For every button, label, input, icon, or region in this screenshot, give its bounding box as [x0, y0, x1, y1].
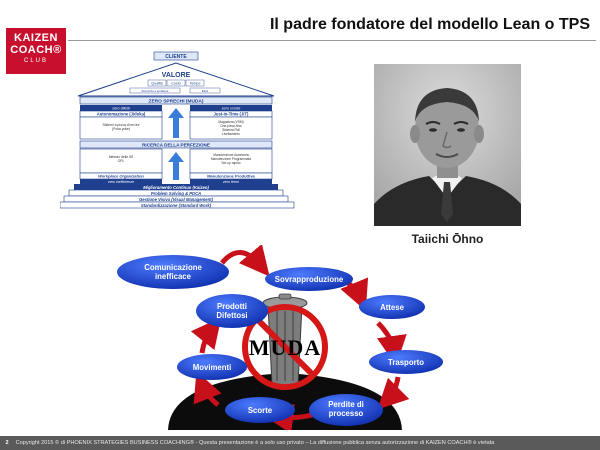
- svg-text:One-piece-flow: One-piece-flow: [220, 124, 242, 128]
- svg-text:Sovrapproduzione: Sovrapproduzione: [275, 275, 344, 284]
- svg-text:Problem Solving & PDCA: Problem Solving & PDCA: [151, 191, 201, 196]
- svg-text:Sistema Pull: Sistema Pull: [222, 128, 240, 132]
- svg-text:OPL: OPL: [118, 159, 125, 163]
- muda-label-perdite-di-processo: Perdite di processo: [309, 394, 383, 426]
- photo-caption: Taiichi Ōhno: [411, 232, 484, 246]
- valore-item-tempo: Tempo: [190, 82, 201, 86]
- svg-text:Livellamento: Livellamento: [222, 132, 240, 136]
- page-number: 2: [5, 440, 9, 446]
- muda-cycle-diagram: MUDA Comunicazione inefficace Sovrapprod…: [117, 245, 443, 430]
- muda-label-attese: Attese: [359, 295, 425, 319]
- svg-text:Sistemi a prova di errore: Sistemi a prova di errore: [103, 123, 140, 127]
- svg-text:Trasporto: Trasporto: [388, 358, 424, 367]
- valore-sub-sicurezza: Sicurezza e ambiente: [142, 89, 169, 93]
- svg-text:Standardizzazione (Standard Wo: Standardizzazione (Standard Work): [141, 203, 212, 208]
- zero-sprechi-band: [79, 96, 273, 105]
- cliente-box: [153, 51, 199, 61]
- svg-text:zero inefficienze: zero inefficienze: [107, 180, 134, 184]
- muda-label-sovrapproduzione: Sovrapproduzione: [265, 267, 353, 291]
- ricerca-band: [79, 140, 273, 149]
- lean-temple-diagram: CLIENTE VALORE Qualità Costo Tempo Sicur…: [60, 51, 295, 209]
- valore-label: VALORE: [162, 72, 191, 79]
- valore-sub-etica: Etica: [202, 89, 209, 93]
- valore-item-qualita: Qualità: [151, 82, 162, 86]
- muda-label-prodotti-difettosi: Prodotti Difettosi: [196, 294, 268, 328]
- svg-text:zero scorte: zero scorte: [221, 107, 241, 111]
- prohibition-sign-icon: [242, 304, 328, 390]
- svg-text:Mappatura (VSM): Mappatura (VSM): [218, 120, 243, 124]
- copyright-text: Copyright 2015 © di PHOENIX STRATEGIES B…: [15, 440, 495, 446]
- svg-text:Prodotti: Prodotti: [217, 302, 247, 311]
- temple-roof: [77, 62, 275, 97]
- svg-text:Manutenzione Autonoma: Manutenzione Autonoma: [213, 153, 248, 157]
- svg-text:Gestione Visiva (Visual Manage: Gestione Visiva (Visual Management): [139, 197, 214, 202]
- logo-line-2: COACH®: [10, 44, 62, 56]
- svg-text:inefficace: inefficace: [155, 272, 192, 281]
- svg-text:Difettosi: Difettosi: [216, 311, 247, 320]
- logo-line-3: CLUB: [23, 58, 48, 64]
- svg-text:Manutenzione Programmata: Manutenzione Programmata: [211, 157, 251, 161]
- svg-text:Comunicazione: Comunicazione: [144, 263, 202, 272]
- svg-text:Set-up rapido: Set-up rapido: [221, 161, 240, 165]
- svg-text:Metodo delle 5S: Metodo delle 5S: [109, 155, 134, 159]
- svg-text:(Poka yoke): (Poka yoke): [112, 127, 130, 131]
- muda-center-label: MUDA: [249, 335, 321, 360]
- svg-text:Scorte: Scorte: [248, 406, 273, 415]
- up-arrow-lower: [168, 152, 184, 180]
- muda-label-comunicazione-inefficace: Comunicazione inefficace: [117, 255, 229, 289]
- title-divider: [68, 40, 596, 41]
- logo-line-1: KAIZEN: [14, 32, 58, 44]
- muda-label-trasporto: Trasporto: [369, 350, 443, 374]
- valore-item-costo: Costo: [171, 82, 180, 86]
- slide-title: Il padre fondatore del modello Lean o TP…: [269, 16, 590, 33]
- svg-text:Miglioramento Continuo (Kaizen: Miglioramento Continuo (Kaizen): [143, 185, 209, 190]
- svg-text:Attese: Attese: [380, 303, 404, 312]
- svg-text:Movimenti: Movimenti: [193, 363, 232, 372]
- svg-text:processo: processo: [329, 409, 364, 418]
- svg-text:Manutenzione Produttiva: Manutenzione Produttiva: [207, 174, 255, 179]
- svg-text:Perdite di: Perdite di: [328, 400, 364, 409]
- svg-text:zero difetti: zero difetti: [111, 107, 130, 111]
- svg-text:zero fermi: zero fermi: [222, 180, 239, 184]
- svg-text:Autonomazione (Jidoka): Autonomazione (Jidoka): [97, 112, 146, 117]
- up-arrow-upper: [168, 108, 184, 138]
- brand-logo: KAIZEN COACH® CLUB: [6, 28, 66, 74]
- svg-text:Just-In-Time (JIT): Just-In-Time (JIT): [214, 112, 249, 117]
- footer-bar: 2 Copyright 2015 © di PHOENIX STRATEGIES…: [0, 436, 600, 450]
- cliente-label: CLIENTE: [165, 54, 187, 60]
- svg-text:RICERCA DELLA PERFEZIONE: RICERCA DELLA PERFEZIONE: [142, 143, 210, 148]
- svg-text:ZERO SPRECHI (MUDA): ZERO SPRECHI (MUDA): [149, 99, 204, 105]
- svg-text:Workplace Organization: Workplace Organization: [98, 174, 144, 179]
- muda-label-movimenti: Movimenti: [177, 354, 247, 380]
- taiichi-ohno-photo: [374, 64, 521, 226]
- muda-label-scorte: Scorte: [225, 397, 295, 423]
